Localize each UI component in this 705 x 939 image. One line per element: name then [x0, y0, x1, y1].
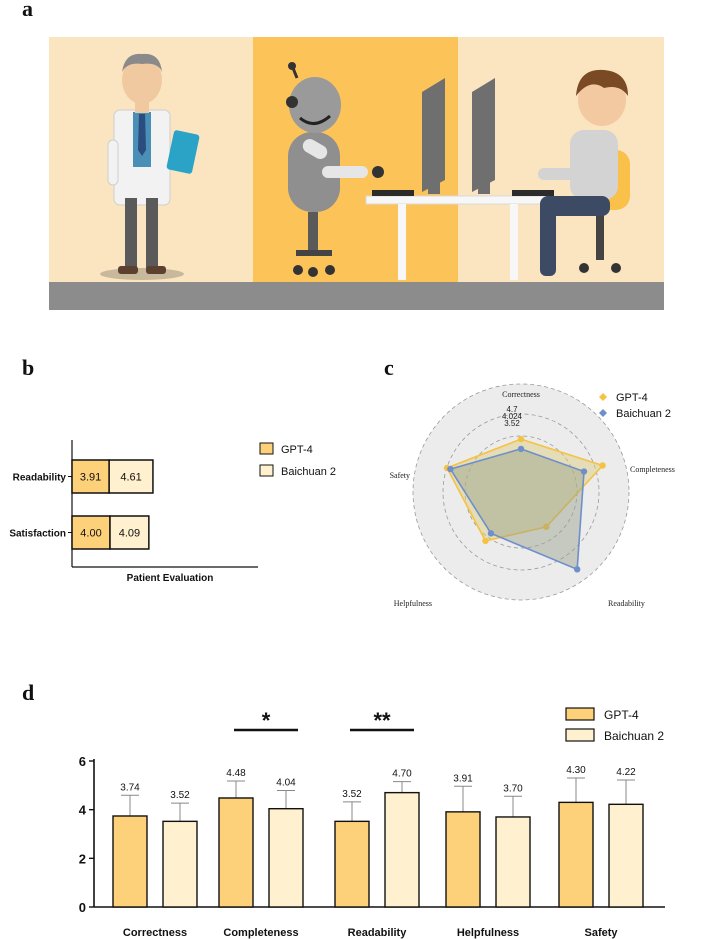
d-bar-label: 4.04: [276, 777, 296, 788]
c-axis-label: Safety: [390, 471, 410, 480]
b-category-label: Readability: [13, 473, 67, 484]
c-radar-point: [580, 468, 588, 475]
c-radar-gridline: [442, 413, 600, 571]
d-legend-swatch: [565, 707, 595, 721]
panel-label-a: a: [22, 0, 33, 21]
d-bar-label: 3.52: [170, 790, 190, 801]
b-legend-label: Baichuan 2: [281, 466, 336, 478]
c-radar-point: [482, 537, 489, 545]
c-legend-label: Baichuan 2: [616, 408, 671, 420]
d-bar-gpt4: [218, 797, 254, 908]
d-category-label: Readability: [348, 927, 408, 939]
b-bar-baichuan: [108, 459, 154, 494]
panel-label-d: d: [22, 680, 35, 705]
d-y-tick-label: 0: [79, 900, 86, 915]
b-bar-baichuan: [109, 515, 150, 550]
c-radar-point: [517, 445, 525, 453]
d-bar-baichuan: [495, 816, 531, 908]
b-legend-swatch: [259, 442, 274, 455]
c-radar-point: [599, 462, 606, 469]
b-bar-gpt4: [71, 459, 110, 494]
b-legend-label: GPT-4: [281, 444, 313, 456]
d-bar-label: 3.91: [453, 773, 473, 784]
c-radial-tick: 4.024: [502, 412, 523, 421]
d-bar-gpt4: [445, 811, 481, 908]
d-legend-label: Baichuan 2: [604, 729, 664, 743]
d-bar-baichuan: [384, 791, 420, 908]
d-legend-swatch: [565, 728, 595, 742]
b-bar-label: 4.61: [120, 472, 141, 484]
panel-label-b: b: [22, 355, 35, 380]
b-bar-label: 4.09: [119, 528, 140, 540]
d-legend-label: GPT-4: [604, 708, 639, 722]
c-radial-tick: 4.7: [506, 405, 518, 414]
d-bar-label: 3.52: [342, 789, 362, 800]
d-bar-label: 4.30: [566, 765, 586, 776]
d-bar-label: 4.22: [616, 767, 636, 778]
c-axis-label: Readability: [608, 599, 645, 608]
d-significance-mark: *: [262, 708, 271, 733]
c-axis-label: Correctness: [502, 390, 540, 399]
c-radar-gridline: [412, 383, 630, 601]
c-radar-point: [447, 465, 454, 473]
c-radar-point: [543, 523, 550, 531]
d-y-tick-label: 4: [79, 803, 87, 818]
d-y-tick-label: 2: [79, 851, 86, 866]
b-bar-label: 4.00: [80, 528, 101, 540]
d-y-tick-label: 6: [79, 754, 86, 769]
c-axis-label: Helpfulness: [394, 599, 432, 608]
c-radar-point: [573, 566, 581, 573]
d-bar-baichuan: [608, 803, 644, 908]
d-category-label: Helpfulness: [457, 927, 519, 939]
d-bar-gpt4: [334, 820, 370, 908]
d-significance-mark: **: [373, 708, 391, 733]
panel-label-c: c: [384, 355, 394, 380]
d-bar-label: 4.70: [392, 769, 412, 780]
d-bar-baichuan: [268, 807, 304, 908]
d-bar-gpt4: [558, 801, 594, 908]
d-category-label: Correctness: [123, 927, 187, 939]
c-radar-area-baichuan: [449, 448, 585, 571]
c-radar-background: [413, 384, 629, 600]
c-legend-marker: [599, 409, 607, 417]
c-axis-label: Completeness: [630, 465, 675, 474]
d-bar-label: 4.48: [226, 768, 246, 779]
d-bar-baichuan: [162, 820, 198, 908]
d-category-label: Safety: [584, 927, 618, 939]
d-bar-label: 3.70: [503, 783, 523, 794]
b-bar-label: 3.91: [80, 472, 101, 484]
c-legend-marker: [599, 393, 607, 401]
d-bar-gpt4: [112, 815, 148, 908]
b-legend-swatch: [259, 464, 274, 477]
c-radial-tick: 3.52: [504, 419, 520, 428]
c-legend-label: GPT-4: [616, 392, 648, 404]
d-bar-label: 3.74: [120, 782, 140, 793]
b-x-axis-label: Patient Evaluation: [127, 573, 214, 584]
c-radar-point: [487, 530, 495, 537]
d-category-label: Completeness: [223, 927, 298, 939]
b-category-label: Satisfaction: [9, 529, 66, 540]
c-radar-point: [517, 435, 525, 443]
